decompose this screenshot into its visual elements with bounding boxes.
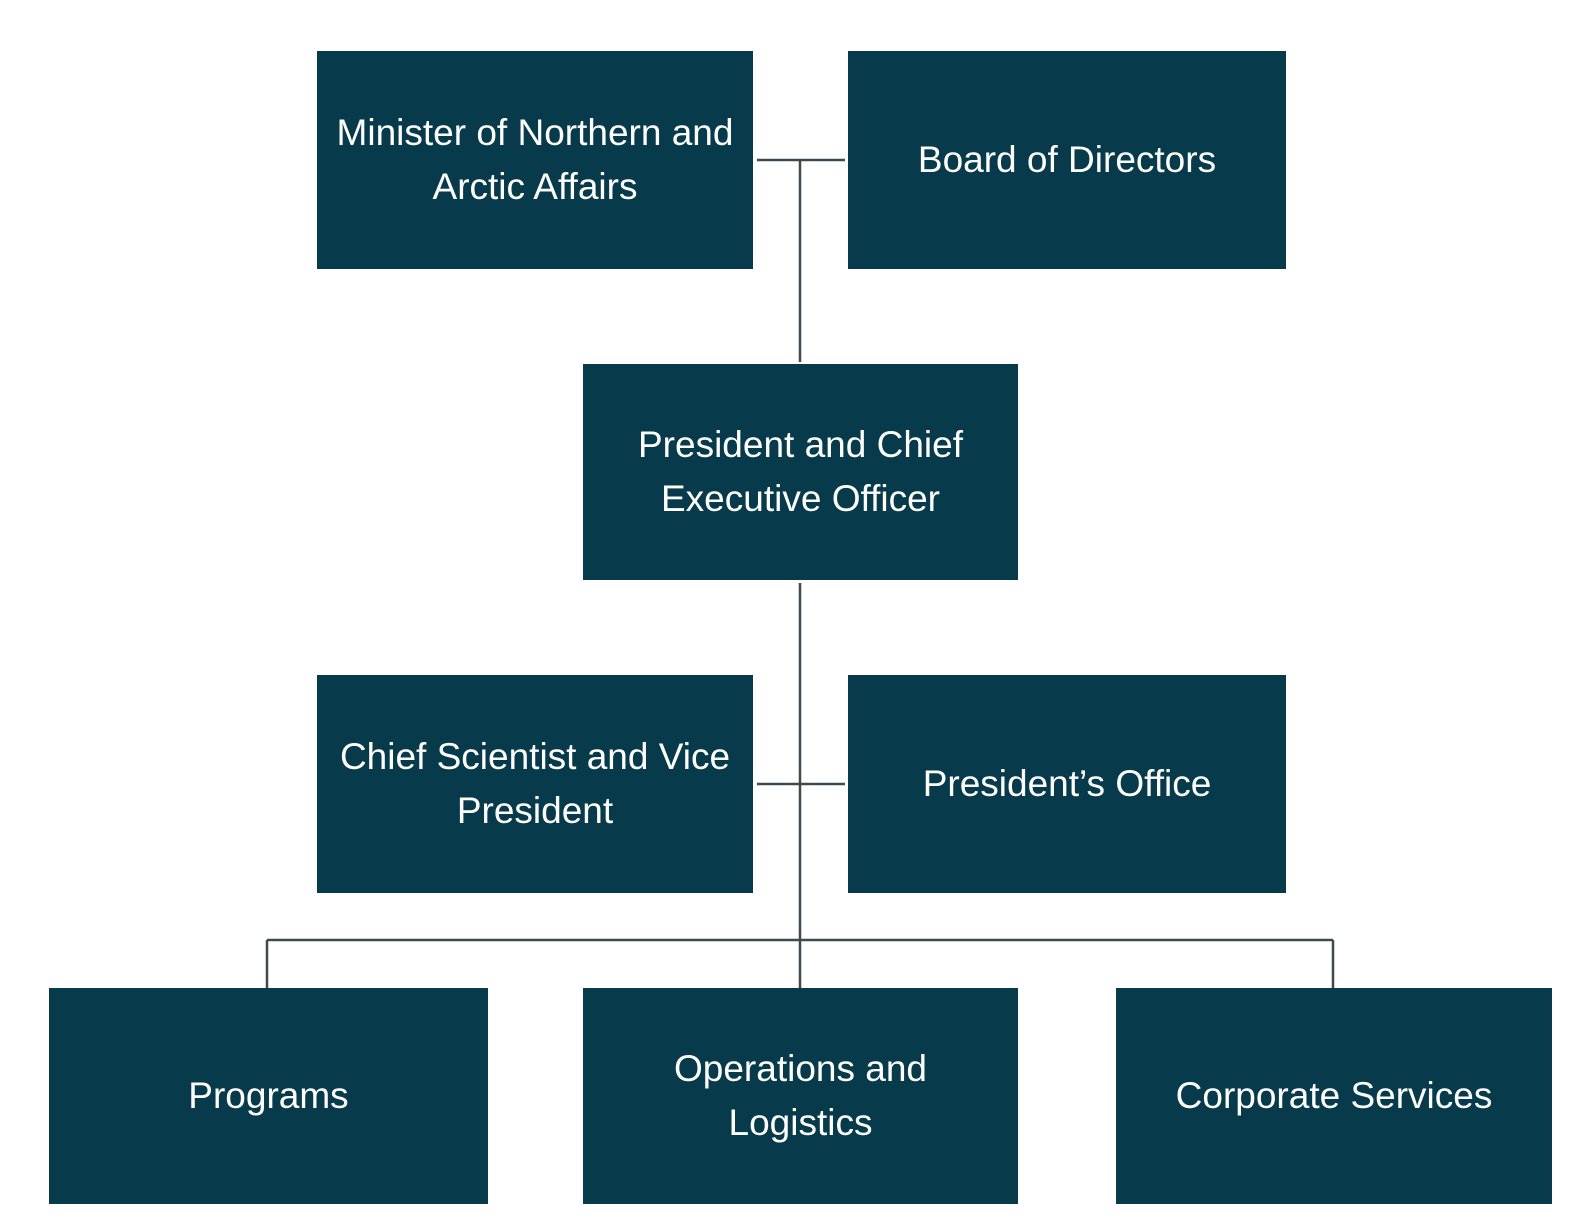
node-minister: Minister of Northern and Arctic Affairs (317, 51, 753, 269)
node-label: Operations and Logistics (673, 1048, 927, 1143)
node-label: President and Chief Executive Officer (638, 424, 963, 519)
node-chief-scientist: Chief Scientist and Vice President (317, 675, 753, 893)
node-president: President and Chief Executive Officer (583, 364, 1018, 580)
node-label: Corporate Services (1175, 1075, 1493, 1116)
node-label: Minister of Northern and Arctic Affairs (336, 112, 734, 207)
node-label: Board of Directors (917, 139, 1217, 180)
node-programs: Programs (49, 988, 488, 1204)
node-label: Chief Scientist and Vice President (339, 736, 731, 831)
node-presidents-office: President’s Office (848, 675, 1286, 893)
node-corporate: Corporate Services (1116, 988, 1552, 1204)
node-label: President’s Office (922, 763, 1212, 804)
node-operations: Operations and Logistics (583, 988, 1018, 1204)
node-label: Programs (188, 1075, 349, 1116)
node-board: Board of Directors (848, 51, 1286, 269)
